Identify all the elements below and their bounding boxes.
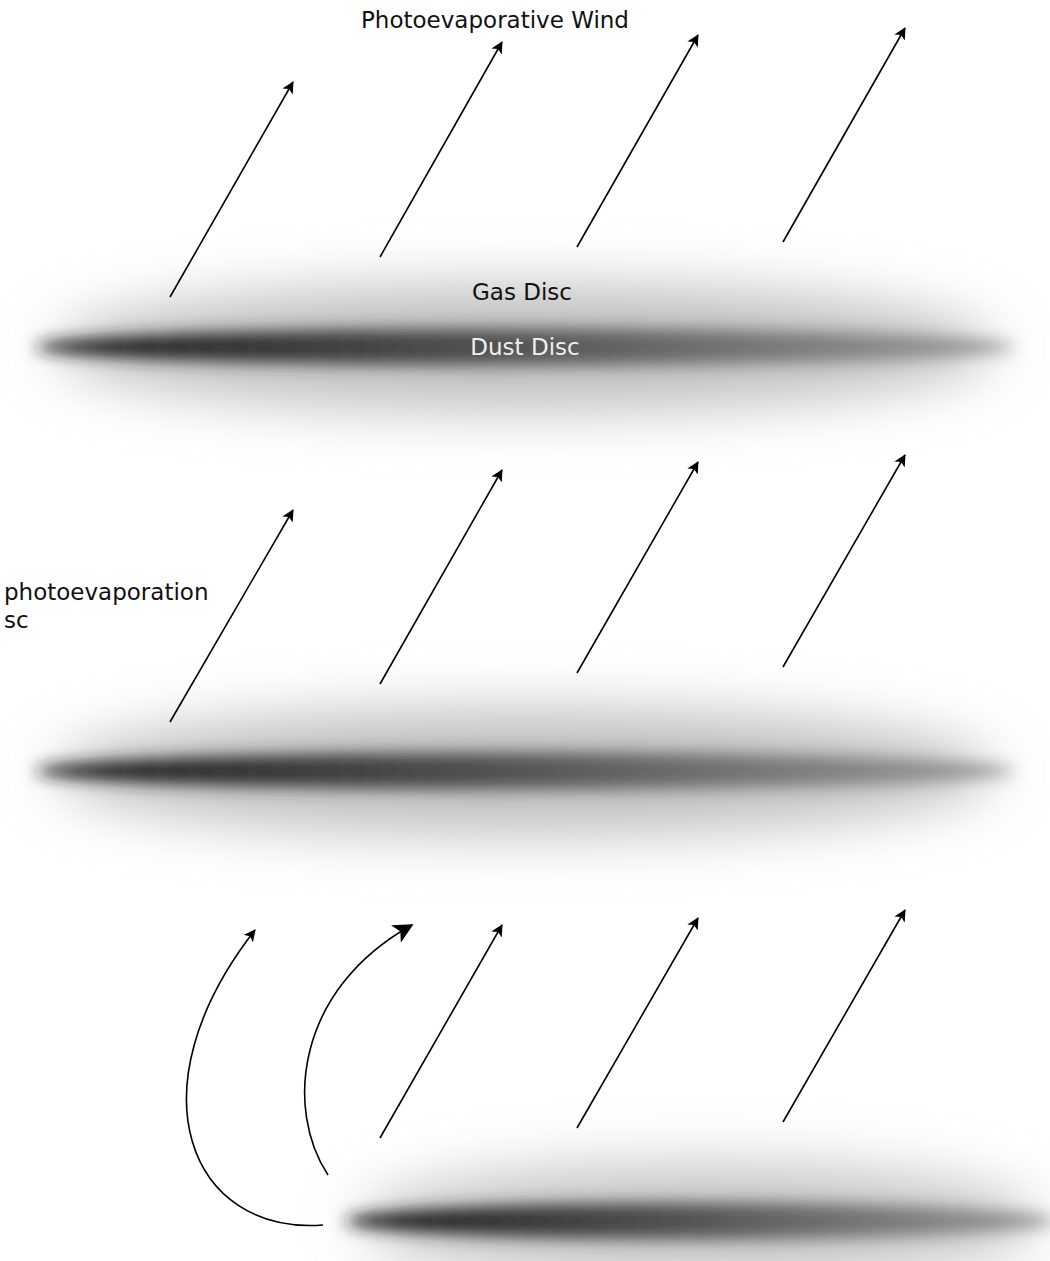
disc-panel bbox=[35, 710, 1015, 834]
gas-disc-label: Gas Disc bbox=[472, 278, 572, 306]
dust-disc-label: Dust Disc bbox=[470, 333, 579, 361]
title-label: Photoevaporative Wind bbox=[361, 6, 629, 34]
disc-panel bbox=[345, 1164, 1050, 1261]
wind-arrows bbox=[170, 28, 905, 1225]
stage-label: photoevaporation sc bbox=[4, 578, 219, 634]
